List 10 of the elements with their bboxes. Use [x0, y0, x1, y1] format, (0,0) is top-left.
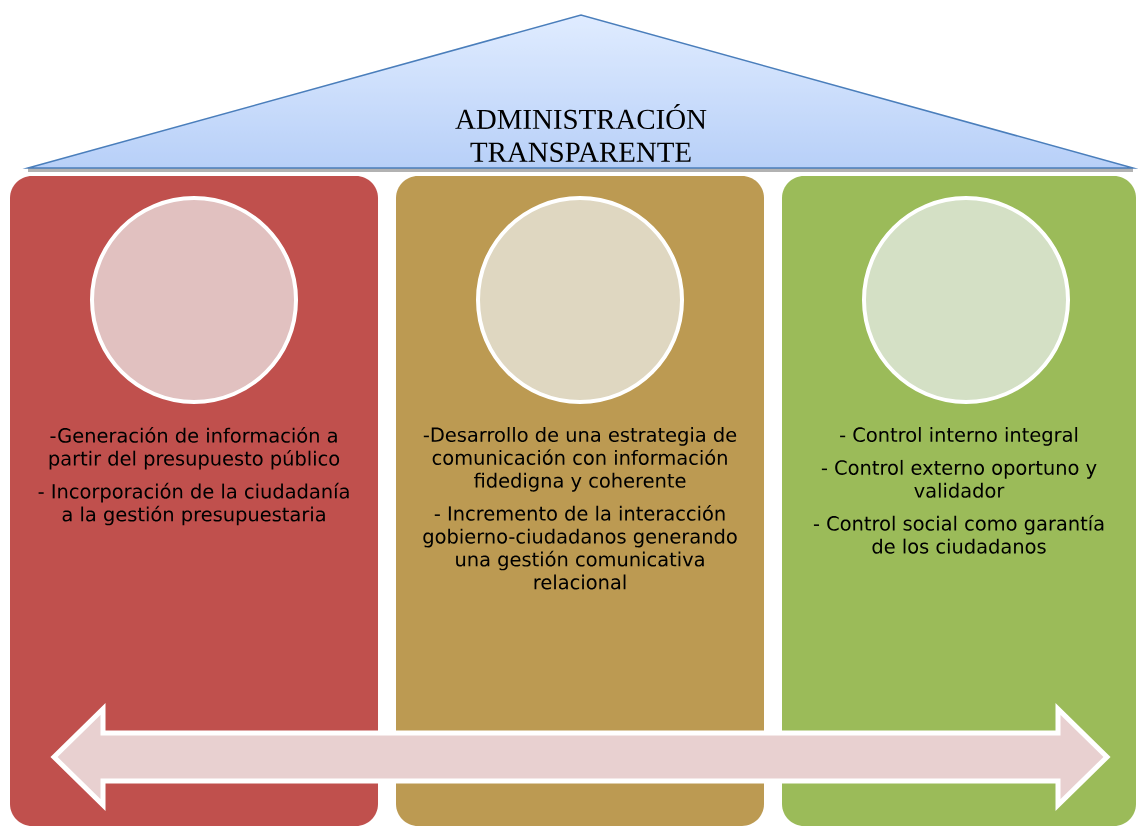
pillar-text: - Control externo oportuno y validador	[821, 459, 1097, 498]
pillar-text: -Generación de información a partir del presupuesto público	[49, 427, 340, 470]
pillar-text: - Incorporación de la ciudadanía a la gestión presupuestaria	[38, 482, 349, 526]
circle-shape	[90, 196, 298, 404]
circle-shape	[476, 196, 684, 404]
pillar-text: -Desarrollo de una estrategia de comunicación con información fidedigna y coherente	[423, 427, 737, 492]
pillar-text: - Incremento de la interacción gobierno-ciudadanos generando una gestión comunicativa relacional	[423, 504, 737, 590]
pillar-text: - Control social como garantía de los ciudadanos	[813, 514, 1104, 554]
pillar-text: - Control interno integral	[840, 427, 1078, 446]
circle-shape	[862, 196, 1070, 404]
